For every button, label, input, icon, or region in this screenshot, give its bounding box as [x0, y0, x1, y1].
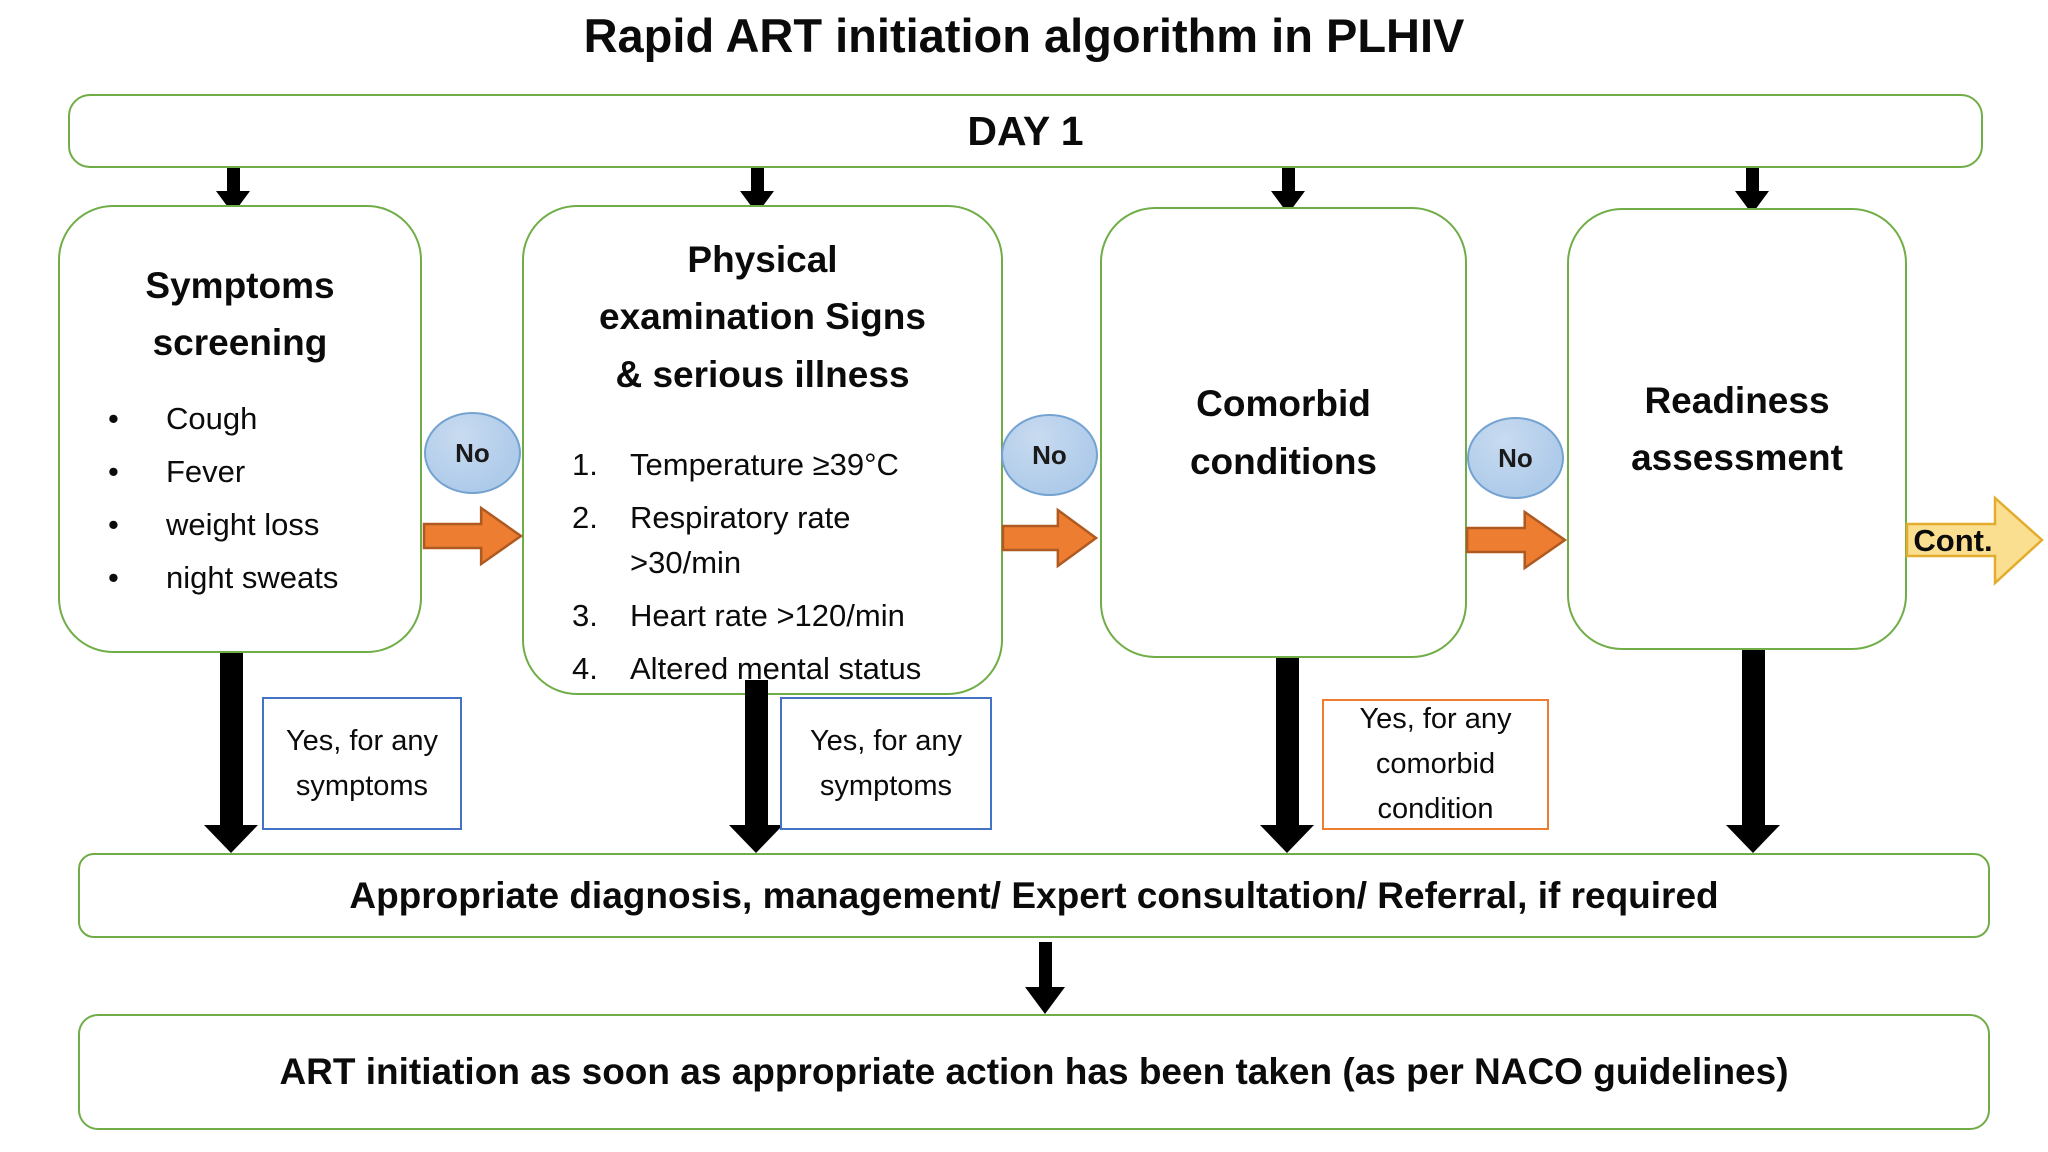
art-initiation-text: ART initiation as soon as appropriate ac…	[279, 1051, 1789, 1092]
arrow-shaft	[1745, 168, 1759, 191]
arrow-head	[729, 825, 783, 853]
page-title: Rapid ART initiation algorithm in PLHIV	[583, 9, 1465, 62]
right-arrow-icon	[1905, 495, 2044, 586]
yes-label: Yes, for any comorbid condition	[1359, 703, 1512, 825]
yes-label: Yes, for any symptoms	[285, 724, 439, 802]
art-initiation-bar: ART initiation as soon as appropriate ac…	[78, 1014, 1990, 1130]
arrow-head	[1025, 987, 1065, 1014]
list-item-text: Fever	[166, 454, 246, 490]
right-arrow-icon	[422, 505, 524, 567]
arrow-shaft	[226, 168, 240, 191]
list-item-text: night sweats	[166, 560, 339, 596]
down-arrow-icon	[1726, 650, 1780, 853]
list-item-text: Respiratory rate >30/min	[630, 499, 851, 580]
list-item-text: Heart rate >120/min	[630, 597, 905, 633]
down-arrow-icon	[204, 653, 258, 853]
diagnosis-management-bar: Appropriate diagnosis, management/ Exper…	[78, 853, 1990, 938]
symptoms-list: • Cough • Fever • weight loss • night sweats	[80, 397, 338, 601]
continue-arrow: Cont.	[1905, 489, 2046, 592]
no-ellipse: No	[1467, 417, 1564, 499]
list-item: 2. Respiratory rate >30/min	[572, 496, 965, 586]
continue-label: Cont.	[1913, 522, 1993, 558]
node-readiness-assessment: Readiness assessment	[1567, 208, 1907, 650]
bullet-icon: •	[108, 560, 119, 596]
node-symptoms-screening: Symptoms screening • Cough • Fever • weight l…	[58, 205, 422, 653]
diagnosis-management-text: Appropriate diagnosis, management/ Exper…	[349, 874, 1719, 916]
yes-comorbid-label: Yes, for any comorbid condition	[1322, 699, 1549, 830]
arrow-shaft	[1275, 658, 1299, 825]
bullet-icon: •	[108, 454, 119, 490]
list-item: 1. Temperature ≥39°C	[572, 443, 965, 488]
node-heading: Comorbid conditions	[1189, 383, 1378, 482]
down-arrow-icon	[729, 680, 783, 853]
node-heading: Physical examination Signs & serious ill…	[599, 239, 926, 395]
down-arrow-icon	[1260, 658, 1314, 853]
list-item: • weight loss	[108, 503, 338, 548]
list-item: • Cough	[108, 397, 338, 442]
list-number: 4.	[572, 650, 598, 686]
signs-list: 1. Temperature ≥39°C 2. Respiratory rate >3…	[544, 443, 965, 692]
yes-symptoms-label-1: Yes, for any symptoms	[262, 697, 462, 830]
bullet-icon: •	[108, 507, 119, 543]
no-ellipse: No	[1001, 414, 1098, 496]
yes-symptoms-label-2: Yes, for any symptoms	[780, 697, 992, 830]
yes-label: Yes, for any symptoms	[809, 724, 963, 802]
list-item-text: Cough	[166, 401, 258, 437]
arrow-shaft	[219, 653, 243, 825]
node-physical-examination: Physical examination Signs & serious ill…	[522, 205, 1003, 695]
list-item: • night sweats	[108, 556, 338, 601]
bullet-icon: •	[108, 401, 119, 437]
day1-banner: DAY 1	[68, 94, 1983, 168]
arrow-shaft	[744, 680, 768, 825]
arrow-head	[204, 825, 258, 853]
arrow-head	[1260, 825, 1314, 853]
down-arrow-icon	[1025, 942, 1065, 1014]
no-ellipse: No	[424, 412, 521, 494]
list-number: 2.	[572, 499, 598, 535]
list-number: 1.	[572, 447, 598, 483]
list-item: • Fever	[108, 450, 338, 495]
day1-banner-label: DAY 1	[967, 107, 1084, 154]
no-label: No	[455, 437, 490, 468]
arrow-head	[1726, 825, 1780, 853]
list-item: 4. Altered mental status	[572, 647, 965, 692]
list-item-text: Altered mental status	[630, 650, 922, 686]
arrow-shaft	[1281, 168, 1295, 191]
node-comorbid-conditions: Comorbid conditions	[1100, 207, 1467, 658]
list-item-text: Temperature ≥39°C	[630, 447, 899, 483]
list-item: 3. Heart rate >120/min	[572, 594, 965, 639]
right-arrow-icon	[1001, 507, 1099, 569]
node-heading: Readiness assessment	[1631, 379, 1843, 478]
list-number: 3.	[572, 597, 598, 633]
arrow-shaft	[1741, 650, 1765, 825]
node-heading: Symptoms screening	[145, 264, 335, 364]
arrow-shaft	[1038, 942, 1052, 987]
arrow-shaft	[750, 168, 764, 191]
right-arrow-icon	[1465, 509, 1568, 571]
no-label: No	[1498, 442, 1533, 473]
list-item-text: weight loss	[166, 507, 320, 543]
no-label: No	[1032, 439, 1067, 470]
